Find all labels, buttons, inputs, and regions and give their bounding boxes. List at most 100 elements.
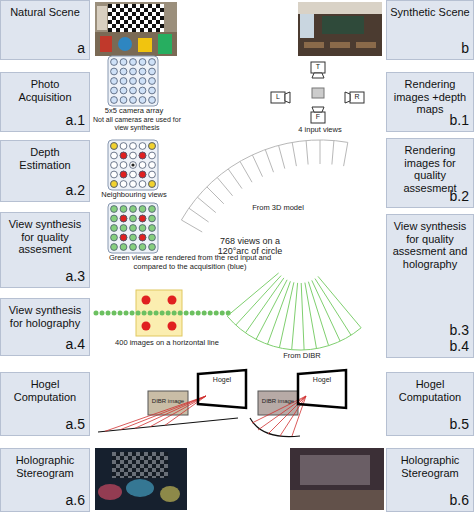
quality-views-grid — [120, 215, 127, 222]
camera-array-grid — [108, 56, 158, 106]
annotation-label: Not all cameras are used for view synthe… — [86, 116, 188, 132]
box-letter: b.2 — [450, 189, 469, 204]
annotation-label: R — [350, 93, 364, 101]
neighbour-views-grid — [111, 143, 118, 150]
neighbour-views-grid — [111, 181, 156, 188]
camera-icons — [311, 112, 325, 123]
annotation-label: T — [311, 63, 325, 71]
annotation-label: Green views are rendered from the red in… — [92, 254, 288, 271]
annotation-label: Hogel — [200, 376, 244, 384]
camera-icons — [312, 73, 324, 78]
camera-array-grid — [111, 78, 156, 85]
synthetic-scene-photo — [356, 42, 376, 48]
box-letter: b.5 — [450, 417, 469, 432]
box-letter: a.2 — [66, 183, 85, 198]
quality-views-grid — [111, 225, 156, 232]
box-letter: b.4 — [450, 339, 469, 354]
rendered-views-arc — [207, 187, 224, 204]
synthesized-views-fan — [318, 276, 361, 327]
hologram-photo — [112, 452, 168, 478]
neighbour-views-grid — [111, 162, 156, 169]
hogel-computation-sketch — [105, 396, 206, 431]
hologram-photo — [95, 448, 187, 510]
box-title: Photo Acquisition — [1, 73, 89, 103]
quality-views-grid — [139, 234, 146, 241]
rendered-views-arc — [217, 177, 232, 195]
neighbour-views-grid — [149, 181, 156, 188]
box-letter: a.3 — [66, 269, 85, 284]
rendered-views-arc — [197, 197, 215, 212]
natural-scene-photo — [108, 4, 164, 32]
label-box: Natural Scenea — [0, 0, 90, 60]
rendered-views-arc — [252, 155, 262, 177]
annotation-label: From DIBR — [270, 352, 334, 361]
letter-group: a.6 — [66, 493, 85, 508]
hogel-computation-sketch — [250, 370, 346, 437]
natural-scene-photo — [95, 2, 177, 56]
hogel-computation-sketch — [120, 396, 206, 430]
box-title: Holographic Stereogram — [387, 449, 473, 479]
rendered-views-arc — [279, 146, 285, 169]
neighbour-views-grid — [139, 152, 146, 159]
camera-array-grid — [111, 59, 156, 66]
natural-scene-photo — [95, 2, 177, 56]
box-letter: b — [461, 41, 469, 56]
box-title: Rendering images for quality assesment — [387, 139, 473, 195]
hologram-photo — [95, 448, 187, 510]
label-box: Synthetic Sceneb — [386, 0, 474, 60]
synthesized-views-fan — [312, 280, 340, 341]
neighbour-views-grid — [111, 152, 156, 159]
quality-views-grid — [108, 203, 158, 253]
quality-views-grid — [111, 234, 156, 241]
box-letter: a.5 — [66, 417, 85, 432]
neighbour-views-grid — [131, 163, 134, 166]
rendered-views-arc — [265, 150, 273, 173]
label-box: Hogel Computation b.5 — [386, 372, 474, 436]
synthetic-scene-photo — [298, 2, 382, 14]
rendered-views-arc — [189, 208, 209, 222]
letter-group: b.6 — [450, 493, 469, 508]
letter-group: a.4 — [66, 337, 85, 352]
annotation-label: Neighbouring views — [92, 191, 176, 200]
camera-icons — [345, 92, 350, 103]
hogel-computation-sketch — [148, 391, 188, 415]
synthetic-scene-photo — [298, 2, 382, 56]
rendered-views-arc — [292, 142, 296, 166]
camera-icons — [350, 92, 364, 103]
synthetic-scene-photo — [298, 2, 382, 56]
synthesized-views-fan — [301, 283, 304, 350]
quality-views-grid — [139, 215, 146, 222]
letter-group: b.3b.4 — [450, 323, 469, 354]
quality-views-grid — [111, 206, 156, 213]
box-title: View synthesis for holography — [1, 299, 89, 329]
letter-group: a.2 — [66, 183, 85, 198]
box-title: Rendering images +depth maps — [387, 73, 473, 116]
annotation-label: Hogel — [300, 376, 344, 384]
rendered-views-arc — [228, 169, 242, 189]
box-title: Hogel Computation — [387, 373, 473, 403]
hogel-computation-sketch — [135, 396, 206, 428]
synthetic-scene-photo — [322, 16, 364, 34]
quality-views-grid — [111, 215, 156, 222]
annotation-label: 4 input views — [283, 126, 357, 135]
letter-group: b — [461, 41, 469, 56]
hogel-computation-sketch — [98, 370, 246, 432]
hogel-computation-sketch — [258, 391, 298, 415]
box-title: Natural Scene — [1, 1, 89, 19]
box-letter: a.1 — [66, 113, 85, 128]
natural-scene-photo — [97, 6, 107, 30]
label-box: Depth Estimationa.2 — [0, 140, 90, 202]
rendered-views-arc — [344, 142, 348, 166]
synthesized-views-fan — [268, 281, 291, 344]
camera-array-grid — [111, 97, 156, 104]
box-title: Hogel Computation — [1, 373, 89, 403]
horizontal-views-line — [168, 296, 177, 305]
synthesized-views-fan — [308, 282, 328, 346]
label-box: View synthesis for quality assesment and… — [386, 214, 474, 358]
rendered-views-arc — [240, 161, 252, 182]
natural-scene-photo — [100, 36, 112, 52]
horizontal-views-line — [142, 322, 151, 331]
hologram-photo — [126, 479, 154, 497]
quality-views-grid — [120, 234, 127, 241]
